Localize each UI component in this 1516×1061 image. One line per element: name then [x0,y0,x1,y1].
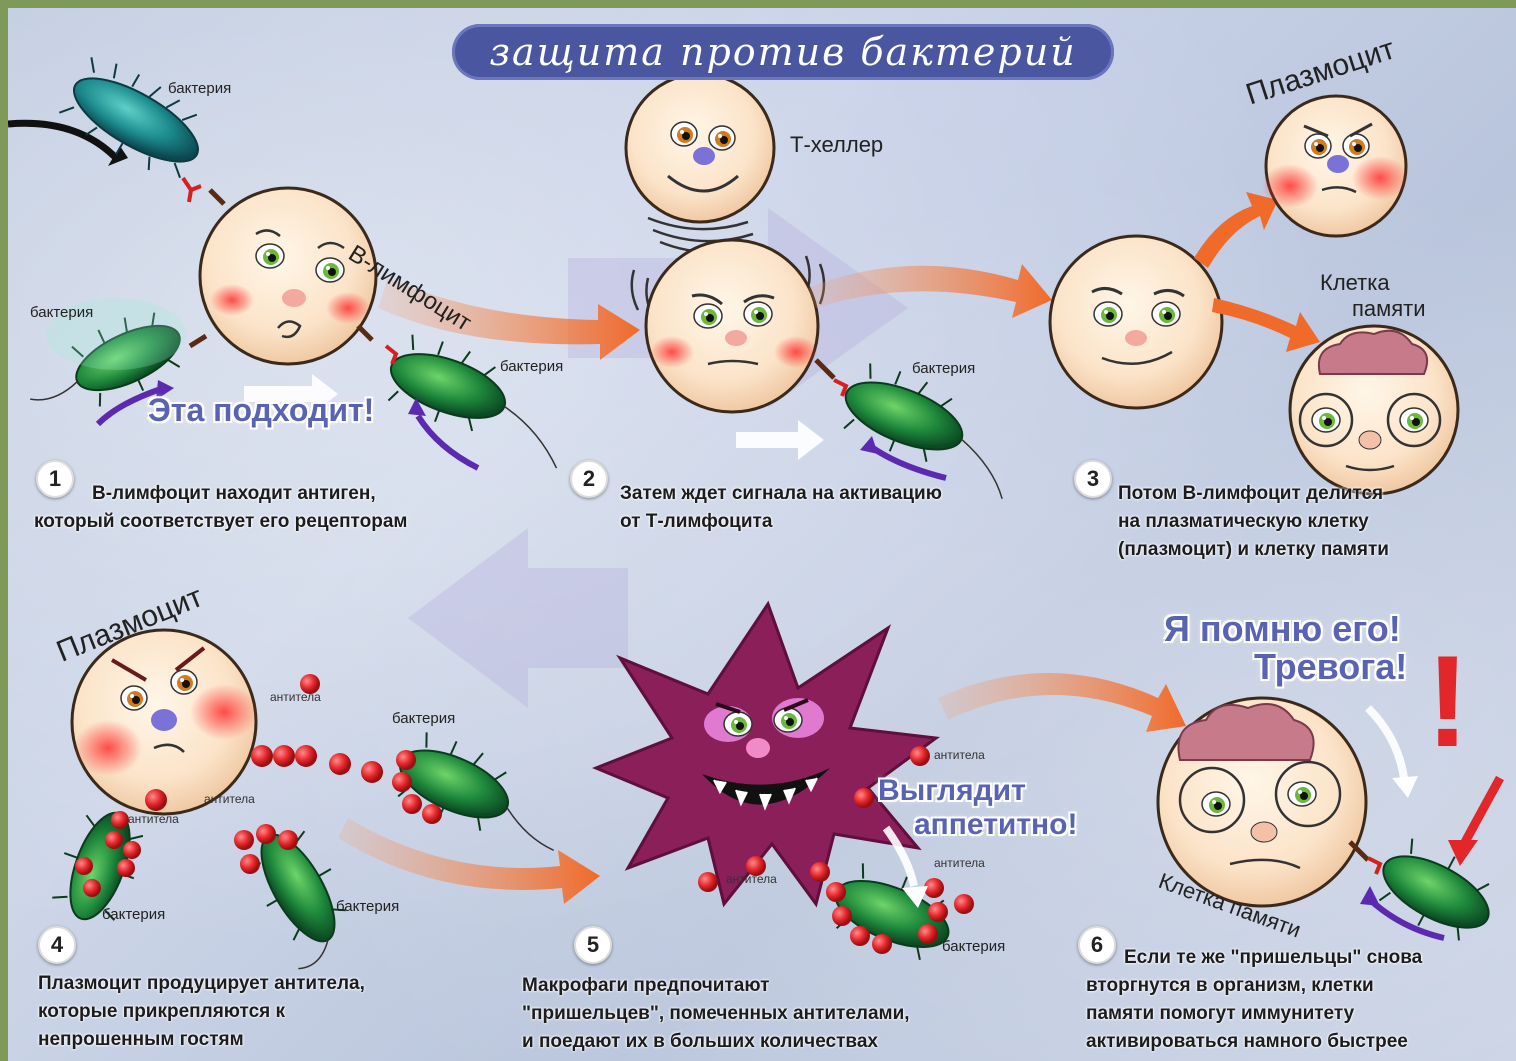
label-memory-line1: Клетка [1320,270,1390,296]
alert-exclamation: ! [1426,636,1469,766]
diagram-canvas: защита против бактерий бактерия бактерия… [8,8,1516,1061]
step-5-line1: Макрофаги предпочитают [522,972,769,1000]
label-antibodies-4: антитела [934,748,985,762]
step-number-3: 3 [1074,460,1112,498]
step-2-line1: Затем ждет сигнала на активацию [620,480,942,508]
orange-arrow-3 [338,818,600,904]
step-1-line2: который соответствует его рецепторам [34,508,407,536]
page-title: защита против бактерий [452,24,1114,80]
label-bacterium-7: бактерия [336,898,399,915]
label-t-helper: Т-хеллер [790,132,883,158]
shout-fits: Эта подходит! [148,392,374,429]
step-4-line1: Плазмоцит продуцирует антитела, [38,970,365,998]
label-bacterium-2: бактерия [30,304,93,321]
step-number-1: 1 [36,460,74,498]
label-bacterium-6: бактерия [102,906,165,923]
step-6-line1: Если те же "пришельцы" снова [1124,944,1422,972]
label-bacterium-1: бактерия [168,80,231,97]
memory-cell-bottom [1158,698,1368,906]
memory-cell-top [1290,326,1458,494]
step-number-5: 5 [574,926,612,964]
bacterium-green-2 [378,328,584,468]
title-banner: защита против бактерий [452,24,1114,80]
step-6-line3: памяти помогут иммунитету [1086,1000,1354,1028]
bacterium-green-3 [832,356,1033,499]
step-4-line2: которые прикрепляются к [38,998,285,1026]
macrophage [596,604,936,904]
label-bacterium-8: бактерия [942,938,1005,955]
label-bacterium-5: бактерия [392,710,455,727]
label-antibodies-5: антитела [934,856,985,870]
bg-arrow-left [408,528,628,708]
step-2-line2: от Т-лимфоцита [620,508,772,536]
step-1-line1: В-лимфоцит находит антиген, [92,480,376,508]
shout-remember-line1: Я помню его! [1164,608,1401,650]
step-6-line2: вторгнутся в организм, клетки [1086,972,1374,1000]
bacterium-teal-1 [55,49,217,189]
label-antibodies-2: антитела [204,792,255,806]
orange-arrow-memory [1212,298,1320,352]
orange-arrow-plasmocyte [1194,192,1278,268]
label-bacterium-3: бактерия [500,358,563,375]
b-lymphocyte-dividing [1050,236,1222,408]
step-3-line2: на плазматическую клетку [1118,508,1369,536]
shout-tasty-line2: аппетитно! [914,808,1077,842]
step-3-line3: (плазмоцит) и клетку памяти [1118,536,1389,564]
step-3-line1: Потом В-лимфоцит делится [1118,480,1383,508]
step-5-line3: и поедают их в больших количествах [522,1028,878,1056]
label-antibodies-6: антитела [726,872,777,886]
shout-remember-line2: Тревога! [1254,646,1407,688]
step-6-line4: активироваться намного быстрее [1086,1028,1408,1056]
b-lymphocyte-cell [190,188,376,364]
plasmocyte-cell-bottom [72,630,258,814]
step-number-6: 6 [1078,926,1116,964]
orange-arrow-4 [938,673,1186,732]
t-helper-cell [626,74,774,222]
step-4-line3: непрошенным гостям [38,1026,244,1054]
step-number-2: 2 [570,460,608,498]
label-antibodies-3: антитела [128,812,179,826]
step-5-line2: "пришельцев", помеченных антителами, [522,1000,910,1028]
label-bacterium-4: бактерия [912,360,975,377]
plasmocyte-cell-top [1262,96,1408,236]
step-number-4: 4 [38,926,76,964]
label-antibodies-1: антитела [270,690,321,704]
shout-tasty-line1: Выглядит [878,774,1026,808]
label-memory-line2: памяти [1352,296,1426,322]
